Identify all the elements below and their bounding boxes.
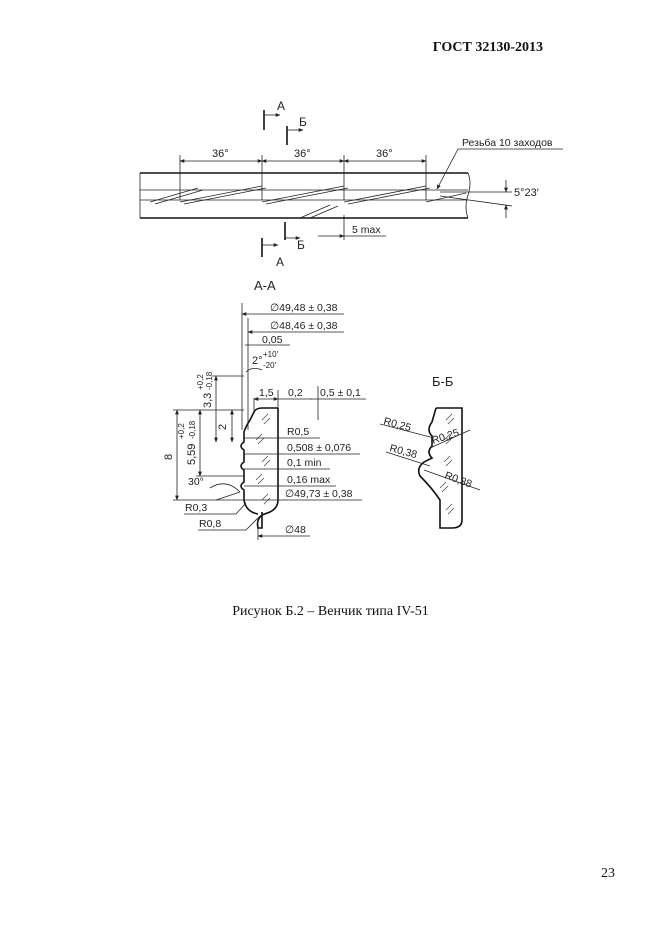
bb-r2: R0,25	[430, 427, 461, 447]
figure-caption: Рисунок Б.2 – Венчик типа IV-51	[232, 604, 429, 619]
aa-v1: 0,508 ± 0,076	[287, 442, 351, 454]
aa-w1: 1,5	[259, 387, 274, 399]
section-aa: А-А ∅49,48 ± 0,38	[163, 278, 366, 540]
bb-profile-outline	[417, 407, 463, 529]
pitch-label-2: 36°	[294, 148, 311, 160]
aa-h2-up: +0,2	[196, 374, 205, 390]
aa-d3: 0,05	[262, 334, 283, 346]
section-b-label-bottom: Б	[297, 238, 305, 252]
section-a-label-bottom: А	[276, 255, 284, 269]
aa-w2: 0,2	[288, 387, 303, 399]
aa-angle-down: -20′	[263, 361, 277, 370]
aa-angle-base: 2°	[252, 355, 263, 367]
angle-label: 5°23′	[514, 187, 539, 199]
bb-r1-leader	[379, 423, 435, 439]
bar-break-mark	[465, 172, 471, 219]
aa-h2-down: -0,18	[205, 371, 214, 390]
aa-angle-30-leg	[215, 491, 241, 501]
aa-d5: ∅48	[285, 524, 306, 536]
aa-r2-leader	[235, 502, 247, 515]
aa-d1: ∅49,48 ± 0,38	[270, 302, 338, 314]
groove-3	[261, 185, 349, 205]
aa-d2: ∅48,46 ± 0,38	[270, 320, 338, 332]
bb-r1: R0,25	[382, 415, 412, 434]
aa-v3: 0,16 max	[287, 474, 331, 486]
aa-r3-leader	[245, 515, 261, 531]
section-b-label-top: Б	[299, 115, 307, 129]
pitch-label-1: 36°	[212, 148, 229, 160]
offset-label: 5 max	[352, 224, 381, 236]
bb-r3: R0,38	[388, 442, 418, 461]
aa-h1-up: +0,2	[177, 423, 186, 439]
bb-r3-leader	[385, 451, 431, 467]
aa-v2: 0,1 min	[287, 457, 322, 469]
aa-h1-base: 5,59	[186, 444, 198, 465]
aa-h1-down: -0,18	[188, 420, 197, 439]
groove-1	[149, 187, 204, 205]
thread-note-leader	[436, 148, 459, 190]
top-view: А Б Б А 36° 36° 36° Ре	[139, 99, 563, 269]
section-aa-title: А-А	[254, 278, 276, 293]
groove-lower	[299, 204, 339, 219]
bb-r4-leader	[423, 469, 481, 491]
aa-r3: R0,8	[199, 518, 221, 530]
aa-profile-outline	[240, 407, 279, 529]
groove-4	[343, 185, 431, 205]
aa-r2: R0,3	[185, 502, 207, 514]
angle-incline-line	[439, 195, 513, 207]
thread-grooves	[149, 185, 467, 219]
aa-h-total: 8	[163, 454, 175, 460]
thread-note: Резьба 10 заходов	[462, 137, 553, 149]
aa-r1: R0,5	[287, 426, 309, 438]
aa-h3: 2	[217, 424, 229, 430]
aa-angle-up: +10′	[263, 350, 279, 359]
bb-r2-leader	[429, 429, 471, 449]
aa-h2-base: 3,3	[202, 393, 214, 408]
section-bb-title: Б-Б	[432, 374, 453, 389]
groove-5	[425, 192, 467, 203]
pitch-label-3: 36°	[376, 148, 393, 160]
bb-r4: R0,38	[443, 470, 474, 491]
groove-2	[179, 185, 267, 205]
aa-hatching	[255, 413, 271, 505]
aa-profile-lower-curve	[243, 499, 259, 515]
standard-header: ГОСТ 32130-2013	[432, 40, 543, 55]
section-bb: Б-Б R0,25 R0,25 R0,38 R0,38	[379, 374, 481, 529]
aa-d4: ∅49,73 ± 0,38	[285, 488, 353, 500]
aa-angle-30-arc	[209, 483, 241, 493]
aa-angle-30: 30°	[188, 476, 204, 488]
aa-w3: 0,5 ± 0,1	[320, 387, 361, 399]
bb-hatching	[439, 413, 455, 515]
page-number: 23	[601, 866, 615, 881]
aa-angle-arc	[245, 368, 263, 373]
section-a-label-top: А	[277, 99, 285, 113]
